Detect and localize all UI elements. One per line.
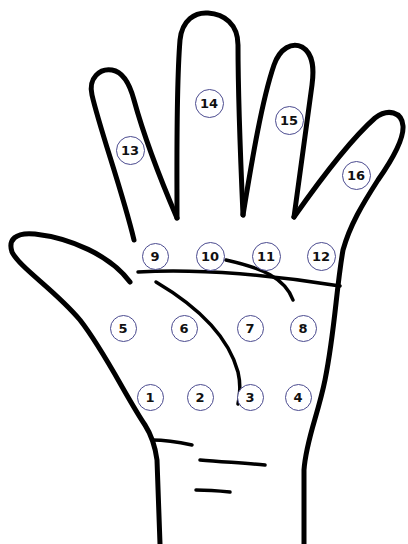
- callout-number: 3: [245, 391, 254, 404]
- callout-circle: 13: [116, 136, 145, 165]
- callout-number: 11: [257, 250, 275, 263]
- callout-circle: 2: [187, 384, 214, 411]
- callout-circle: 8: [290, 315, 317, 342]
- callout-circle: 9: [142, 243, 169, 270]
- callout-number: 13: [121, 144, 139, 157]
- callout-number: 9: [150, 250, 159, 263]
- callout-number: 10: [201, 250, 219, 263]
- callout-circle: 1: [137, 384, 164, 411]
- callout-number: 2: [195, 391, 204, 404]
- callout-circle: 12: [307, 242, 336, 271]
- callout-circle: 14: [195, 89, 224, 118]
- callout-circle: 10: [196, 242, 225, 271]
- callout-number: 16: [347, 169, 365, 182]
- callout-number: 5: [118, 322, 127, 335]
- callout-circle: 5: [110, 315, 137, 342]
- callout-number: 14: [200, 97, 218, 110]
- callout-circle: 7: [237, 315, 264, 342]
- callout-number: 1: [145, 391, 154, 404]
- callout-number: 6: [179, 322, 188, 335]
- callout-number: 8: [298, 322, 307, 335]
- callout-circle: 4: [285, 384, 312, 411]
- callout-number: 4: [293, 391, 302, 404]
- callout-circle: 15: [275, 106, 304, 135]
- callout-number: 7: [245, 322, 254, 335]
- callout-number: 15: [280, 114, 298, 127]
- callout-circle: 6: [171, 315, 198, 342]
- callout-circle: 11: [252, 242, 281, 271]
- callout-number: 12: [312, 250, 330, 263]
- callout-circle: 3: [237, 384, 264, 411]
- callout-circle: 16: [342, 161, 371, 190]
